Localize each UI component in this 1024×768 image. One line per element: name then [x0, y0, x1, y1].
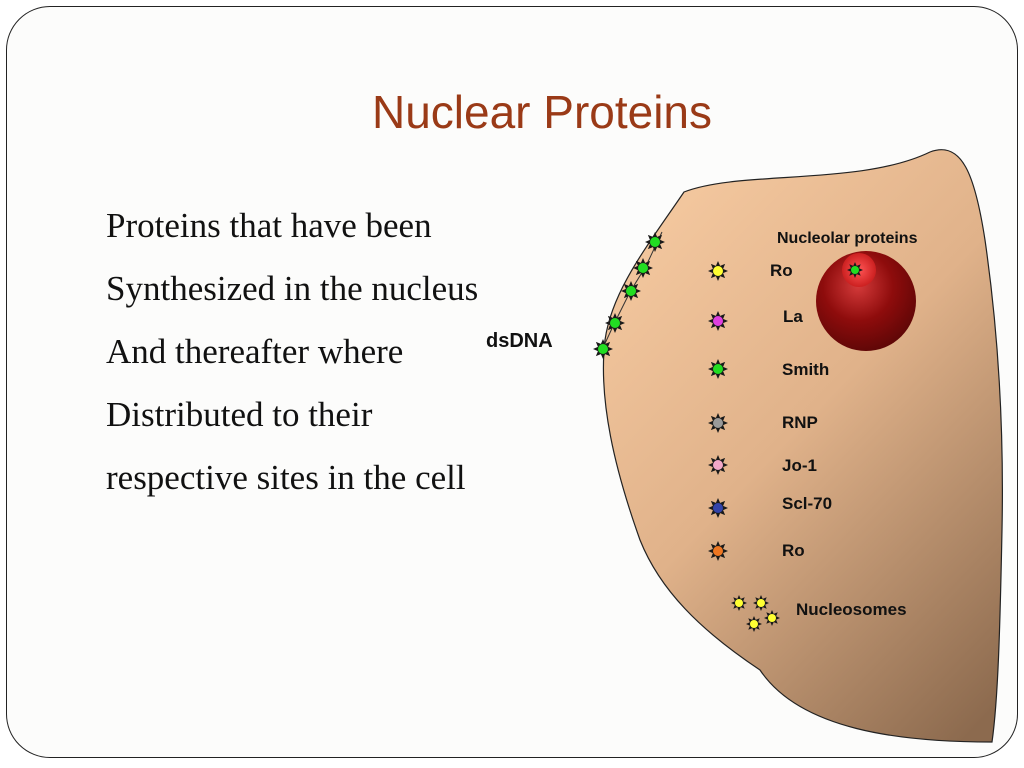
protein-star-icon	[708, 498, 728, 518]
nucleolar-protein-star-icon	[847, 262, 863, 278]
protein-label-rnp: RNP	[782, 413, 818, 432]
dsdna-star-icon	[645, 232, 665, 252]
protein-label-ro: Ro	[770, 261, 793, 280]
dsdna-star-icon	[621, 281, 641, 301]
protein-label-la: La	[783, 307, 803, 326]
protein-label-ro-2: Ro	[782, 541, 805, 560]
protein-star-icon	[708, 359, 728, 379]
protein-star-icon	[708, 261, 728, 281]
protein-star-icon	[708, 455, 728, 475]
nucleosome-star-icon	[746, 616, 762, 632]
protein-star-icon	[708, 311, 728, 331]
protein-star-icon	[708, 413, 728, 433]
protein-label-jo-1: Jo-1	[782, 456, 817, 475]
protein-label-scl-70: Scl-70	[782, 494, 832, 513]
nucleosome-star-icon	[753, 595, 769, 611]
nucleosomes-label: Nucleosomes	[796, 600, 907, 619]
nucleosome-star-icon	[764, 610, 780, 626]
dsdna-star-icon	[633, 258, 653, 278]
dsdna-star-icon	[605, 313, 625, 333]
dsdna-star-icon	[593, 339, 613, 359]
dsdna-label: dsDNA	[486, 330, 553, 352]
nucleosome-star-icon	[731, 595, 747, 611]
protein-label-smith: Smith	[782, 360, 829, 379]
protein-star-icon	[708, 541, 728, 561]
nucleolus-star-group	[847, 262, 863, 278]
nucleolar-proteins-label: Nucleolar proteins	[777, 230, 918, 247]
